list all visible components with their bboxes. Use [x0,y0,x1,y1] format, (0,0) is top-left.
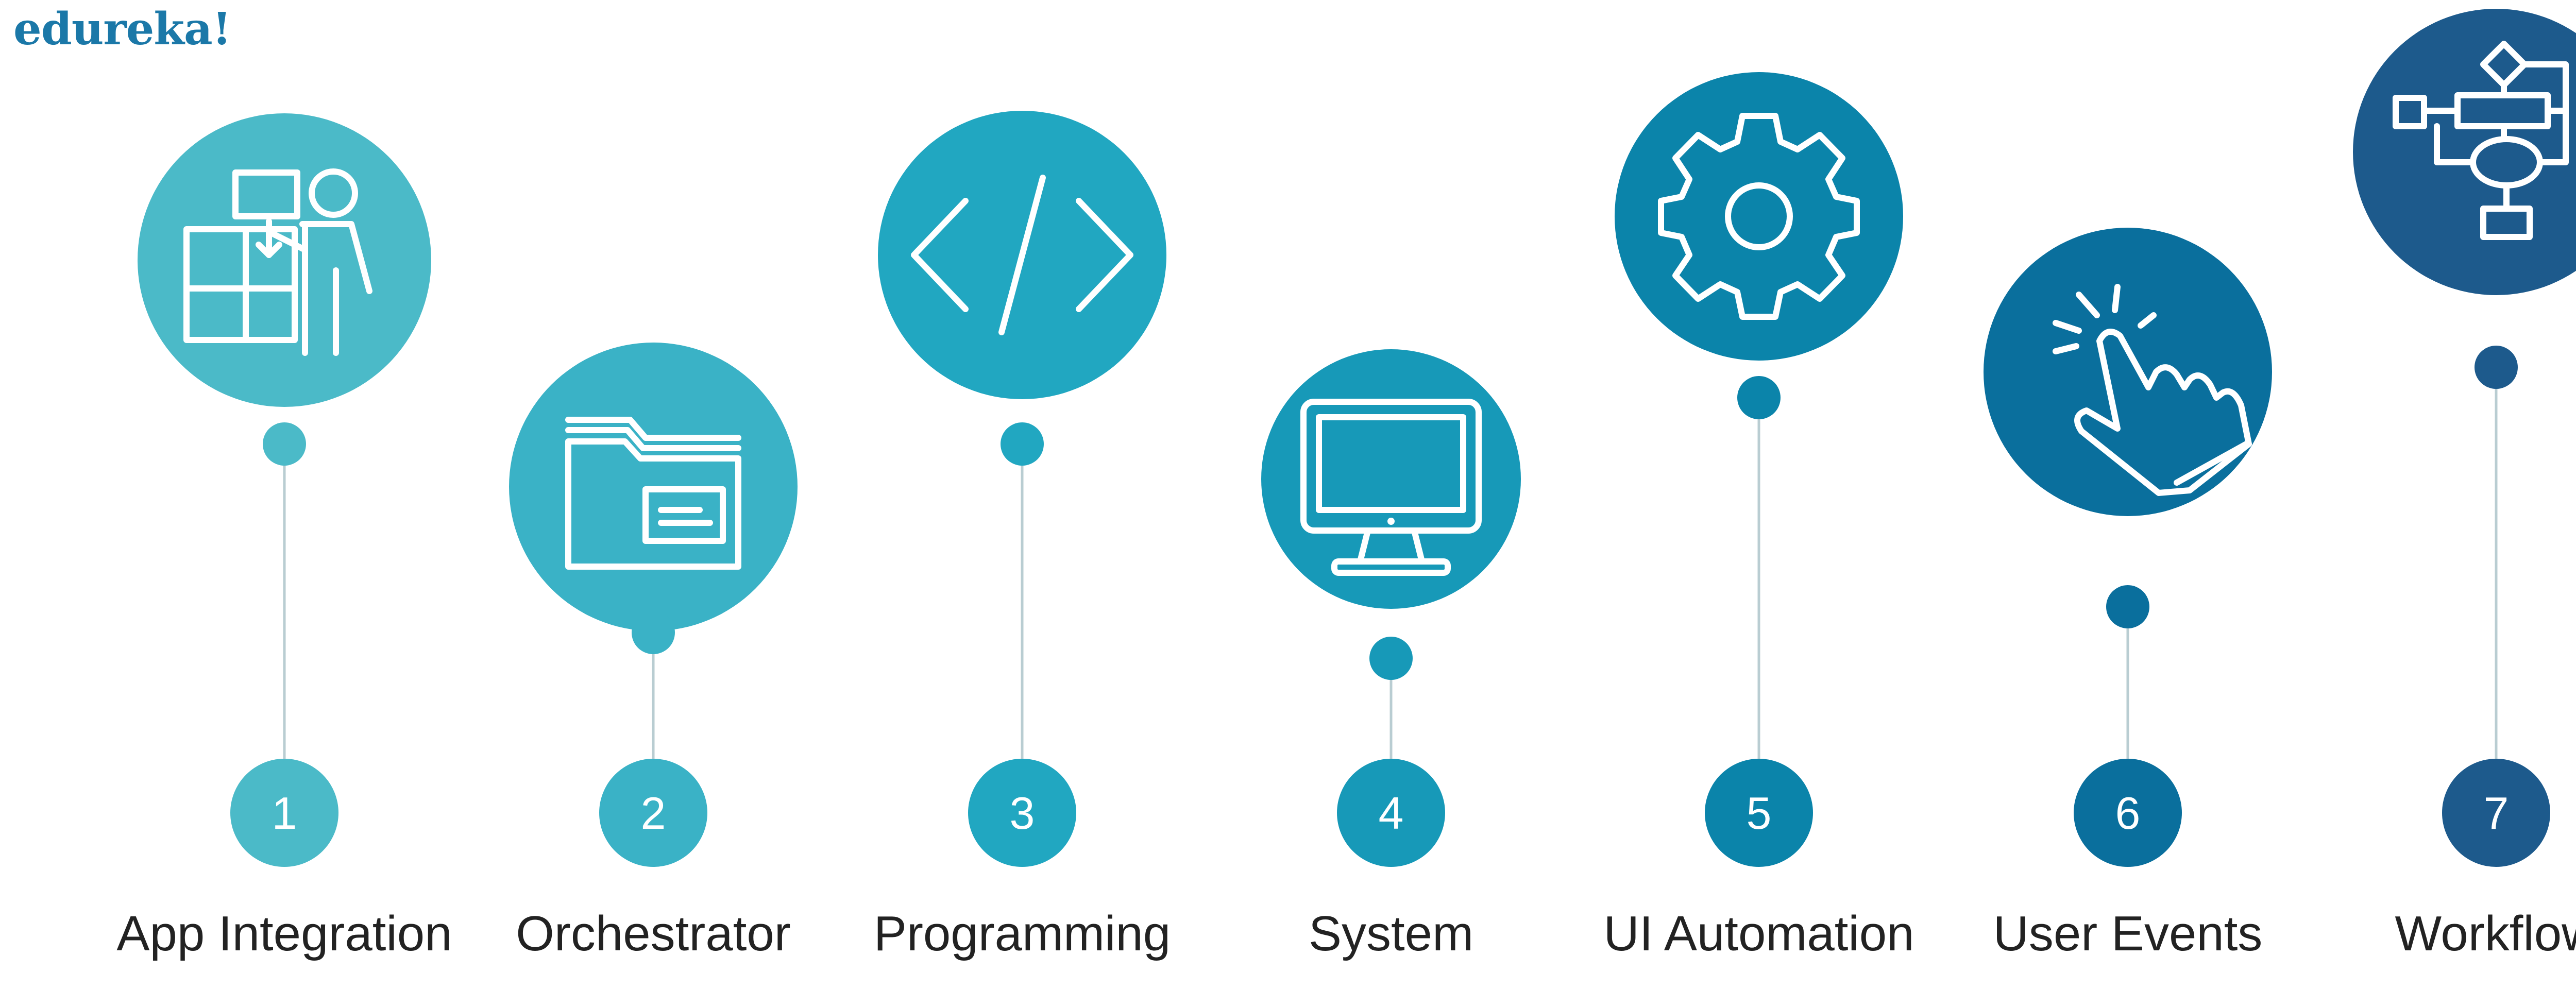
step-7: 7Workflow [2353,9,2576,961]
step-label: App Integration [116,906,452,961]
number-badge [230,759,338,867]
step-number: 7 [2484,788,2509,839]
connector-dot [1369,637,1413,680]
step-label: UI Automation [1604,906,1914,961]
number-badge [599,759,707,867]
number-badge [968,759,1076,867]
connector-dot [263,422,306,466]
icon-circle [1984,228,2272,516]
step-number: 1 [272,788,297,839]
step-label: Programming [874,906,1171,961]
step-label: Orchestrator [516,906,790,961]
step-5: 5 UI Automation [1604,72,1914,961]
icon-circle [2353,9,2576,295]
icon-circle [138,113,431,407]
step-number: 5 [1747,788,1772,839]
connector-dot [2106,585,2149,628]
brand-logo: edureka! [13,3,231,55]
step-label: User Events [1993,906,2263,961]
step-number: 4 [1379,788,1404,839]
connector-dot [1737,376,1781,419]
number-badge [2074,759,2182,867]
step-label: Workflow [2395,906,2576,961]
step-number: 6 [2115,788,2141,839]
number-badge [1337,759,1445,867]
connector-dot [632,611,675,654]
number-badge [2442,759,2550,867]
number-badge [1705,759,1813,867]
connector-dot [1001,422,1044,466]
step-label: System [1309,906,1473,961]
connector-dot [2475,346,2518,389]
step-number: 2 [641,788,666,839]
step-number: 3 [1010,788,1035,839]
